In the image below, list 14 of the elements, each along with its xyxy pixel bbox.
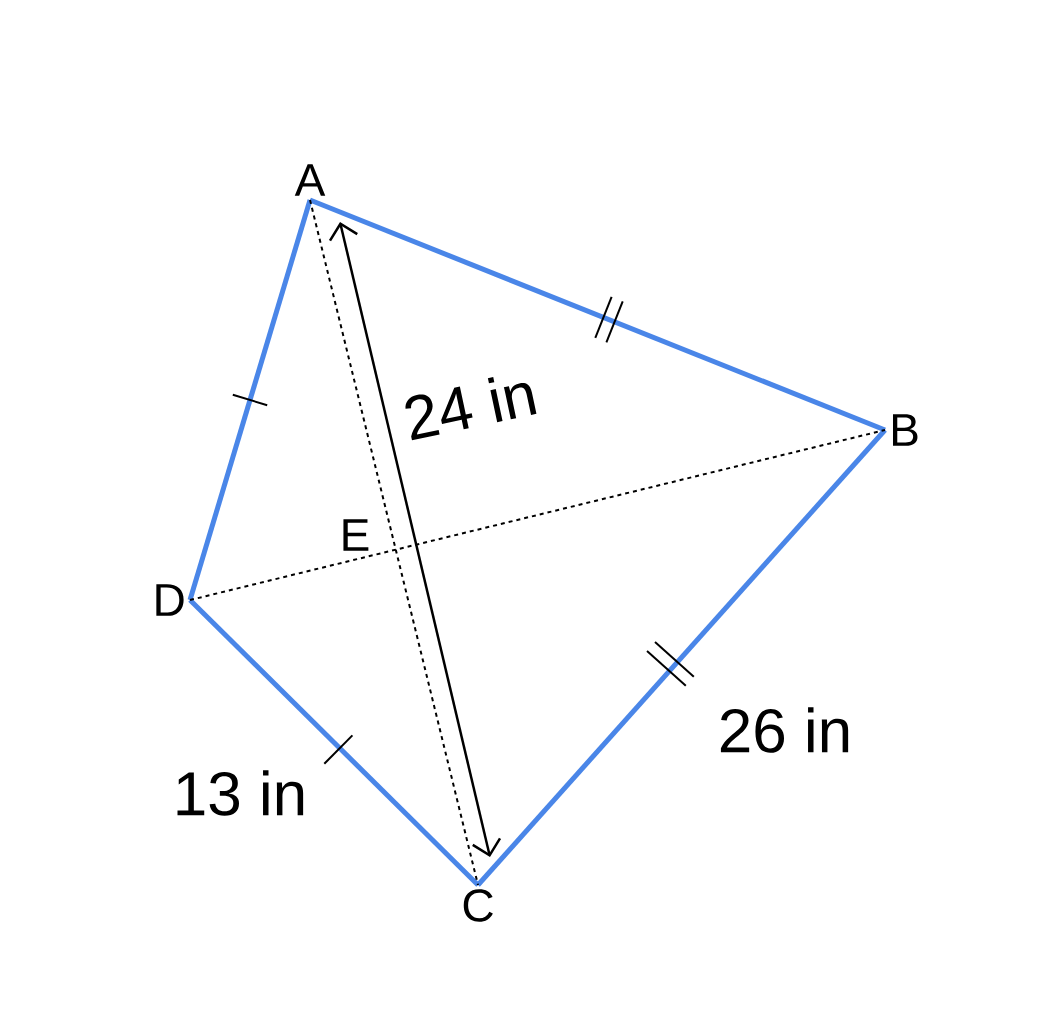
measure-label: 13 in — [177, 770, 304, 816]
side-line — [188, 598, 480, 887]
point-label: E — [343, 519, 369, 551]
vertex-label: B — [893, 414, 918, 446]
side-line — [187, 199, 313, 601]
diagonal-line — [309, 199, 479, 886]
vertex-label: D — [156, 584, 184, 616]
vertex-label: C — [463, 889, 493, 922]
measure-label: 24 in — [405, 377, 537, 441]
side-line — [476, 428, 887, 887]
side-line — [309, 197, 886, 433]
measure-label: 26 in — [720, 707, 849, 753]
diagonal-line — [189, 429, 886, 601]
vertex-label: A — [294, 164, 326, 196]
